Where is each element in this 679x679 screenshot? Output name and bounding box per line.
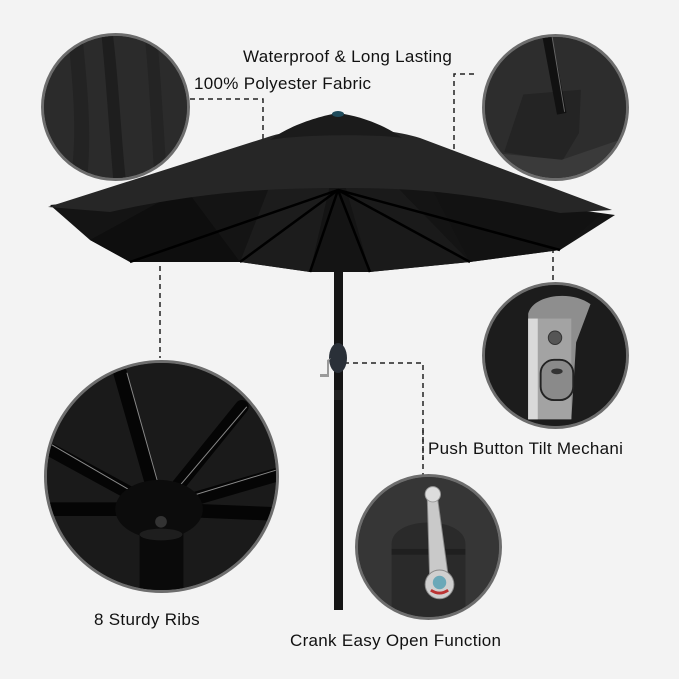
umbrella-canopy xyxy=(48,128,612,213)
fabric-closeup-inset xyxy=(41,33,190,181)
canopy-finial xyxy=(332,111,344,117)
leader-fabric xyxy=(190,98,264,150)
feature-label-fabric: 100% Polyester Fabric xyxy=(194,74,372,93)
feature-label-ribs: 8 Sturdy Ribs xyxy=(94,610,200,629)
crank-handle-small xyxy=(320,358,331,377)
dashed-leader-lines xyxy=(159,73,554,475)
ribs-hub-icon xyxy=(47,363,276,590)
crank-handle-icon xyxy=(358,477,499,617)
ribs-hub-closeup-inset xyxy=(44,360,279,593)
tilt-mechanism-icon xyxy=(485,285,626,426)
canopy-pole-top-icon xyxy=(485,37,626,178)
leader-crank xyxy=(344,362,424,475)
leader-waterproof xyxy=(453,73,474,167)
waterproof-closeup-inset xyxy=(482,34,629,181)
tilt-button-closeup-inset xyxy=(482,282,629,429)
fabric-texture-icon xyxy=(44,36,187,178)
feature-label-tilt: Push Button Tilt Mechani xyxy=(428,439,624,458)
crank-housing xyxy=(329,343,347,373)
crank-closeup-inset xyxy=(355,474,502,620)
feature-label-crank: Crank Easy Open Function xyxy=(290,631,502,650)
feature-label-waterproof: Waterproof & Long Lasting xyxy=(243,47,453,66)
canopy-vent xyxy=(270,113,402,140)
